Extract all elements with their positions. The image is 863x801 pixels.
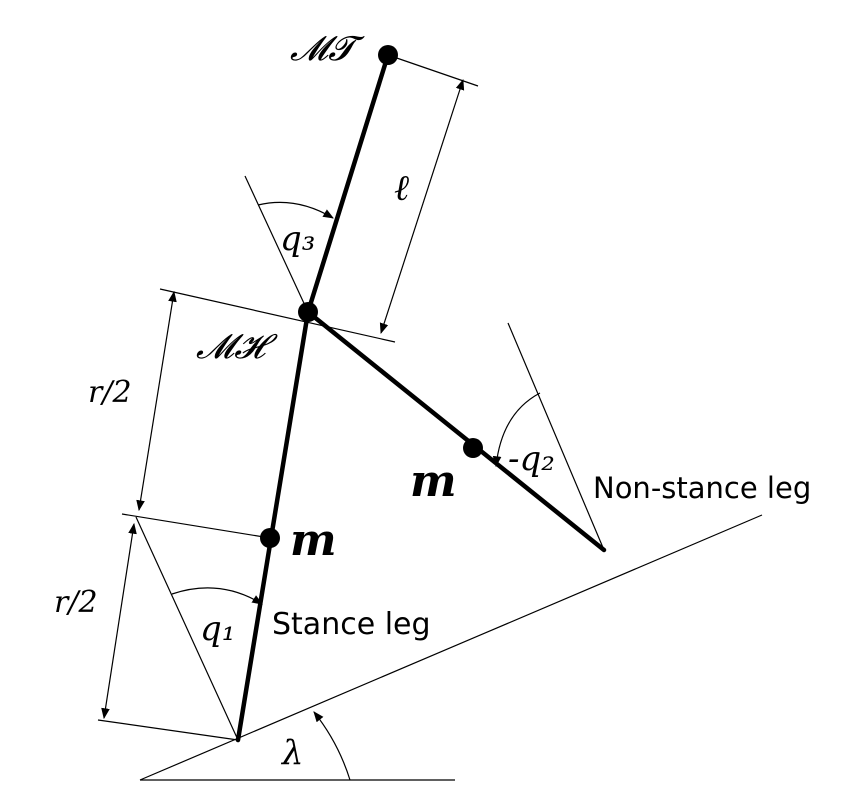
swing-leg-mass-label: m xyxy=(410,456,457,507)
ground-slope-line xyxy=(139,514,763,781)
lower-half-leg-dimension xyxy=(101,522,137,720)
slope-angle-arc xyxy=(313,711,351,781)
stance-vertical-reference xyxy=(135,516,239,741)
stance-leg xyxy=(235,309,311,743)
stance-leg-label: Stance leg xyxy=(272,607,431,642)
upper-half-leg-label: r/2 xyxy=(88,375,132,410)
stance-mid-extension-line xyxy=(121,513,271,539)
torso-top-extension-line xyxy=(387,54,479,87)
torso-mass-label: 𝓜𝓣 xyxy=(290,29,365,69)
slope-angle-label: λ xyxy=(280,733,304,773)
torso xyxy=(305,52,391,315)
hip-extension-line xyxy=(159,288,396,343)
angle-q3-arc xyxy=(257,201,334,219)
swing-leg-mass-dot xyxy=(463,438,483,458)
upper-half-leg-dimension xyxy=(136,290,177,512)
hip-vertical-reference xyxy=(244,175,309,313)
hip-mass-dot xyxy=(298,302,318,322)
hip-mass-label: 𝓜𝓗 xyxy=(196,327,278,367)
stance-leg-mass-label: m xyxy=(290,515,337,566)
angle-q2-label: -q₂ xyxy=(508,439,555,479)
torso-length-dimension xyxy=(379,78,465,335)
non-stance-leg xyxy=(305,309,607,553)
lower-half-leg-label: r/2 xyxy=(54,585,98,620)
stance-leg-mass-dot xyxy=(260,528,280,548)
angle-q2-arc xyxy=(492,392,541,468)
angle-q1-label: q₁ xyxy=(200,609,235,649)
torso-length-label: ℓ xyxy=(394,168,409,209)
torso-mass-dot xyxy=(378,45,398,65)
angle-q1-arc xyxy=(171,587,263,605)
ground-foot-extension-line xyxy=(97,719,239,741)
non-stance-leg-label: Non-stance leg xyxy=(593,471,811,505)
angle-q3-label: q₃ xyxy=(280,219,315,259)
swing-vertical-reference xyxy=(507,322,605,551)
